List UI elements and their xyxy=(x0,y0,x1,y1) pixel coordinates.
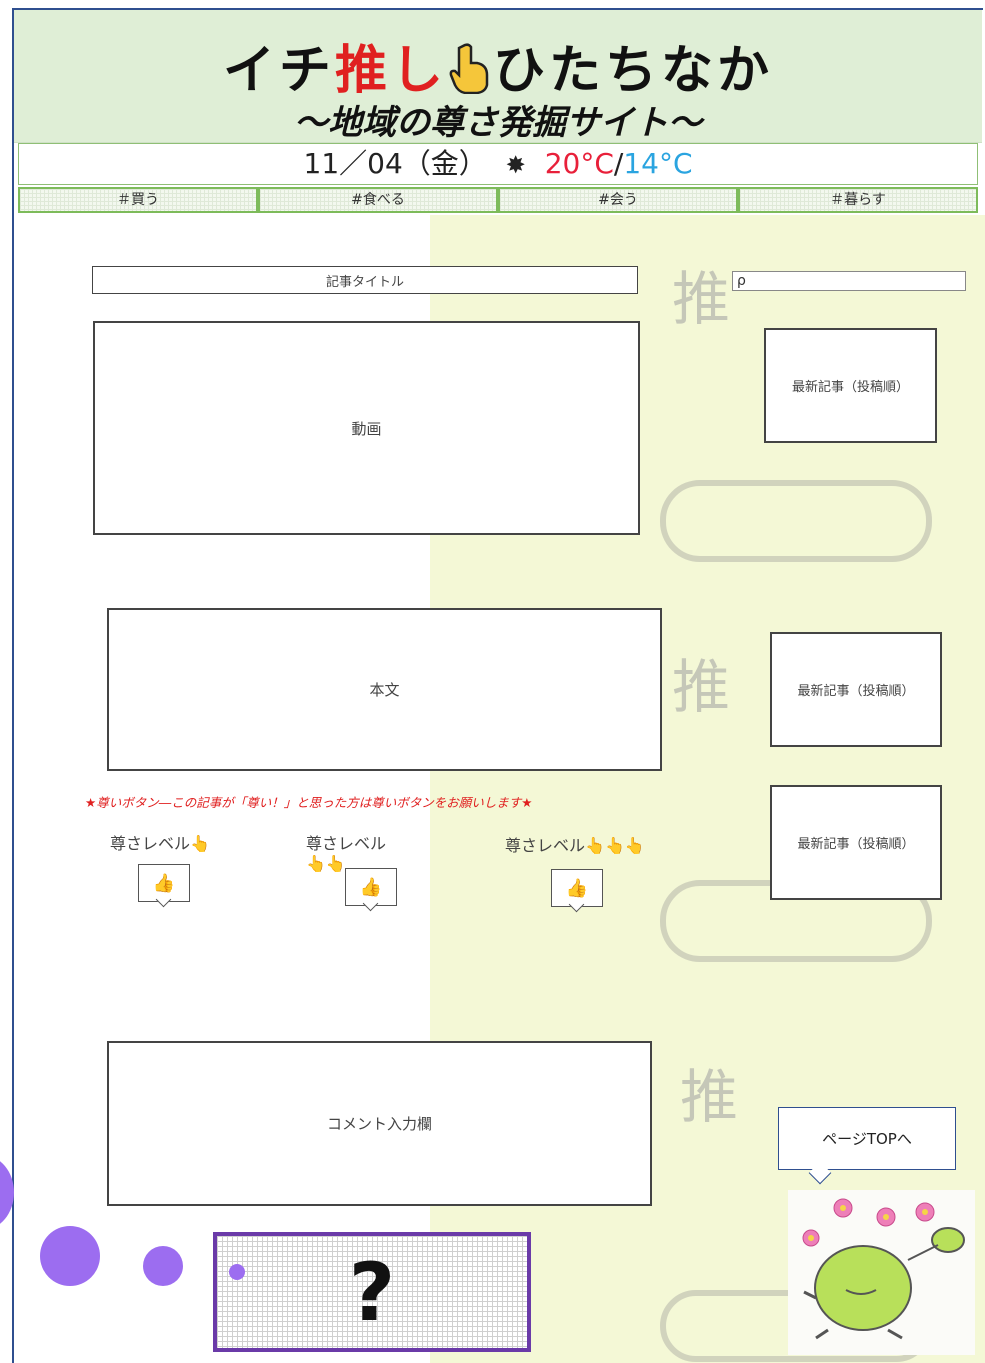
level-label-2: 尊さレベル 👆👆 xyxy=(306,830,416,873)
level-text: 尊さレベル xyxy=(110,834,191,853)
pointing-hand-icon xyxy=(447,42,493,107)
pointing-hand-icon: 👆👆 xyxy=(306,854,346,873)
title-highlight: 推し xyxy=(334,41,447,101)
sun-icon: ✸ xyxy=(505,151,526,179)
temp-high: 20°C xyxy=(544,147,614,180)
site-title: イチ推し ひたちなか xyxy=(14,28,982,107)
nav-item-live[interactable]: ＃暮らす xyxy=(738,187,978,213)
article-title-box: 記事タイトル xyxy=(92,266,638,294)
mascot-illustration xyxy=(788,1190,975,1355)
page-frame xyxy=(12,8,983,1363)
temp-separator: / xyxy=(613,147,624,180)
nav-item-eat[interactable]: #食べる xyxy=(258,187,498,213)
date-text: 11／04（金） xyxy=(303,147,487,180)
mystery-box: ? xyxy=(213,1232,531,1352)
watermark-kanji: 推 xyxy=(672,653,731,721)
decorative-dot xyxy=(229,1264,245,1280)
question-mark-icon: ? xyxy=(348,1245,396,1339)
level-text: 尊さレベル xyxy=(505,836,586,855)
pointing-hand-icon: 👆 xyxy=(190,834,210,853)
nav-item-buy[interactable]: ＃買う xyxy=(18,187,258,213)
title-part2: ひたちなか xyxy=(493,41,774,101)
category-nav: ＃買う #食べる #会う ＃暮らす xyxy=(18,187,978,213)
latest-article-1[interactable]: 最新記事（投稿順） xyxy=(764,328,937,443)
page-top-button[interactable]: ページTOPへ xyxy=(778,1107,956,1170)
like-button-1[interactable]: 👍 xyxy=(138,864,190,908)
comment-input[interactable]: コメント入力欄 xyxy=(107,1041,652,1206)
body-box: 本文 xyxy=(107,608,662,771)
search-input[interactable]: ρ xyxy=(732,271,966,291)
like-notice: ★尊いボタン―この記事が「尊い！」と思った方は尊いボタンをお願いします★ xyxy=(85,795,533,810)
watermark-kanji: 推 xyxy=(680,1063,739,1131)
level-text: 尊さレベル xyxy=(306,834,387,853)
weather-bar: 11／04（金） ✸ 20°C/14°C xyxy=(18,143,978,185)
decorative-dot xyxy=(40,1226,100,1286)
pointing-hand-icon: 👆👆👆 xyxy=(585,836,645,855)
level-label-3: 尊さレベル👆👆👆 xyxy=(505,832,645,856)
site-subtitle: ～地域の尊さ発掘サイト～ xyxy=(294,103,702,143)
nav-item-meet[interactable]: #会う xyxy=(498,187,738,213)
decorative-dot xyxy=(143,1246,183,1286)
search-icon[interactable]: ρ xyxy=(737,273,746,289)
latest-article-2[interactable]: 最新記事（投稿順） xyxy=(770,632,942,747)
video-box[interactable]: 動画 xyxy=(93,321,640,535)
temp-low: 14°C xyxy=(623,147,693,180)
like-button-2[interactable]: 👍 xyxy=(345,868,397,912)
latest-article-3[interactable]: 最新記事（投稿順） xyxy=(770,785,942,900)
level-label-1: 尊さレベル👆 xyxy=(110,830,210,854)
watermark-kanji: 推 xyxy=(672,265,731,333)
watermark-stroke xyxy=(660,480,932,562)
like-button-3[interactable]: 👍 xyxy=(551,869,603,913)
site-header: イチ推し ひたちなか ～地域の尊さ発掘サイト～ xyxy=(14,10,982,143)
title-part1: イチ xyxy=(222,41,335,101)
